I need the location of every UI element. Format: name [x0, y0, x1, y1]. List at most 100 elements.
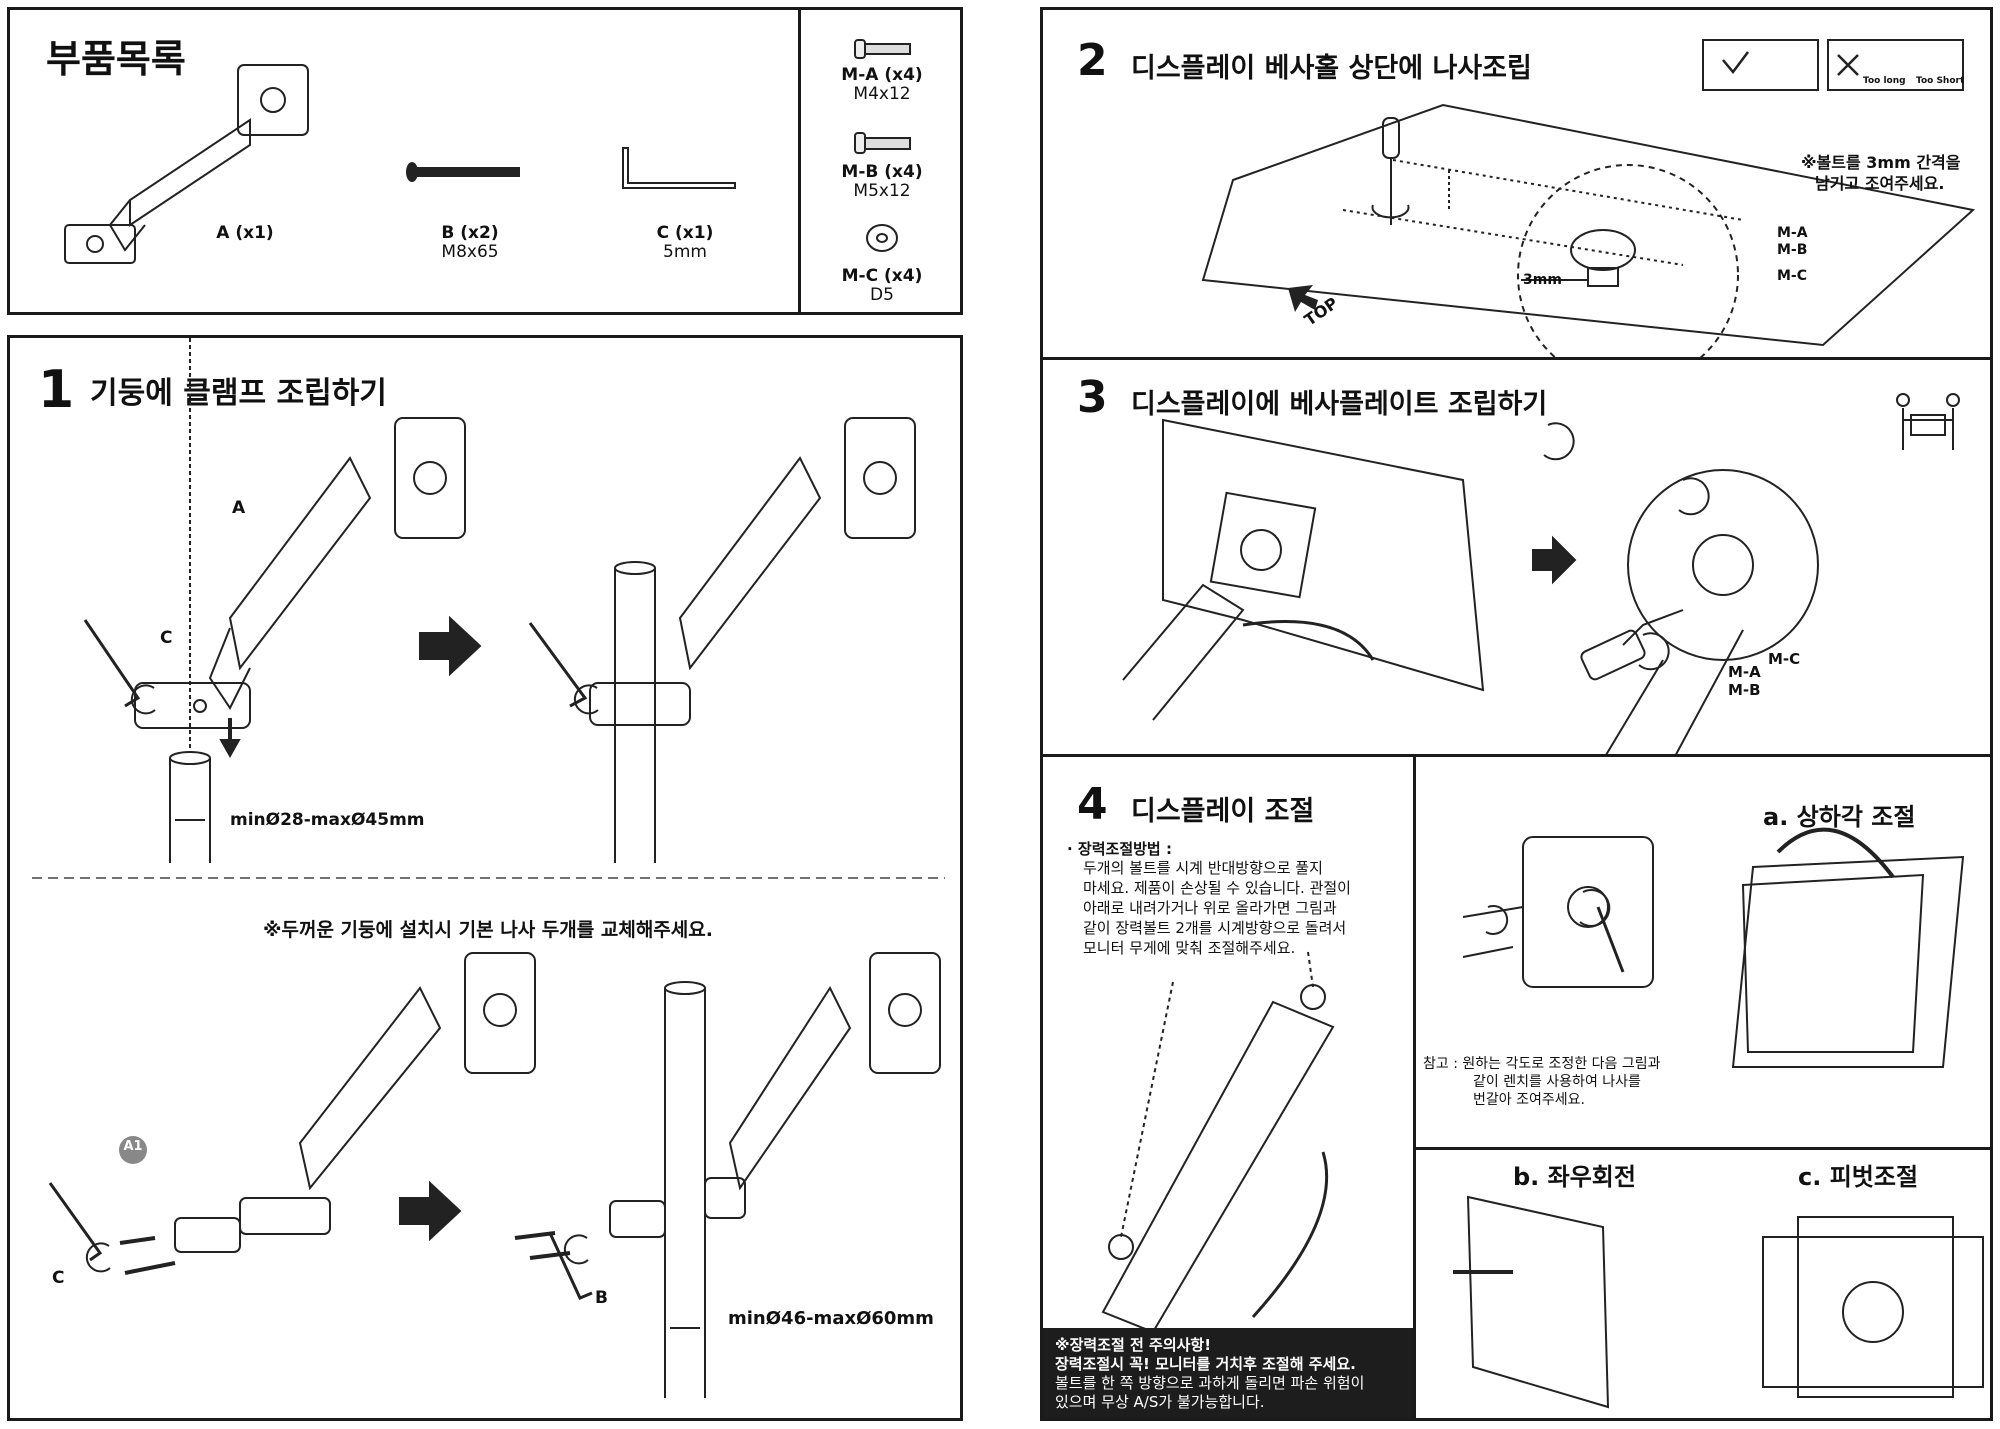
arm-drawing-4 — [514, 952, 941, 1398]
screw-ma-label: M-A (x4) — [841, 65, 923, 85]
rotate-icon-3a — [1543, 422, 1575, 461]
screw-mb-label: M-B (x4) — [841, 162, 923, 182]
step2-label-mb: M-B — [1777, 242, 1808, 258]
ng-box — [1827, 39, 1964, 91]
step3-illustrations — [1122, 393, 1960, 760]
reference-note: 참고 : 원하는 각도로 조정한 다음 그림과 같이 렌치를 사용하여 나사를 … — [1423, 1055, 1661, 1109]
tension-warning-box: ※장력조절 전 주의사항! 장력조절시 꼭! 모니터를 거치후 조절해 주세요.… — [1043, 1328, 1413, 1418]
step1-dim-large: minØ46-maxØ60mm — [728, 1308, 934, 1329]
swivel-title: b. 좌우회전 — [1513, 1163, 1636, 1191]
step1-label-a: A — [232, 498, 246, 518]
step1-a1-badge: A1 — [123, 1139, 143, 1154]
step4-divider-h — [1413, 1147, 1993, 1150]
cross-icon — [1837, 54, 1859, 76]
rotate-icon-3c — [1638, 632, 1670, 671]
warning-heading: ※장력조절 전 주의사항! — [1055, 1336, 1212, 1354]
tension-line: 모니터 무게에 맞춰 조절해주세요. — [1083, 939, 1296, 957]
step3-label-mb: M-B — [1728, 681, 1761, 699]
allen-key-icon — [622, 147, 736, 189]
parts-title: 부품목록 — [46, 37, 186, 81]
ok-box — [1702, 39, 1819, 91]
arrow-right-3 — [1532, 535, 1577, 585]
tilt-arrow-icon — [1776, 827, 1895, 879]
tension-line: 두개의 볼트를 시계 반대방향으로 풀지 — [1083, 859, 1323, 877]
step2-gap: 3mm — [1523, 272, 1562, 288]
part-b-spec: M8x65 — [441, 242, 499, 262]
step1-title: 기둥에 클램프 조립하기 — [90, 376, 387, 411]
parts-divider — [798, 10, 801, 312]
warning-line: 장력조절시 꼭! 모니터를 거치후 조절해 주세요. — [1055, 1355, 1356, 1373]
step1-label-c2: C — [52, 1268, 65, 1288]
arrow-right-2 — [399, 1180, 462, 1242]
step3-panel: 3 디스플레이에 베사플레이트 조립하기 M-C M-A M — [1040, 357, 1993, 760]
rotate-icon-4b — [1579, 889, 1611, 927]
step3-number: 3 — [1077, 372, 1108, 423]
step2-title: 디스플레이 베사홀 상단에 나사조립 — [1131, 53, 1532, 84]
pivot-monitor-portrait — [1797, 1216, 1954, 1398]
screw-mb-spec: M5x12 — [853, 181, 911, 201]
tilt-monitor — [1731, 855, 1965, 1068]
step4-title: 디스플레이 조절 — [1131, 796, 1315, 827]
part-a-label: A (x1) — [216, 223, 274, 243]
bolt-b-icon — [406, 162, 520, 182]
washer-mc-icon — [866, 224, 898, 252]
reference-line: 같이 렌치를 사용하여 나사를 — [1473, 1074, 1641, 1090]
top-arrow-icon — [1288, 285, 1318, 312]
detail-screw-head — [1570, 229, 1636, 271]
tilt-title: a. 상하각 조절 — [1763, 803, 1916, 831]
step3-label-mc: M-C — [1768, 650, 1801, 668]
screw-mb-icon — [854, 132, 911, 154]
step3-title: 디스플레이에 베사플레이트 조립하기 — [1131, 389, 1548, 420]
warning-line: 볼트를 한 쪽 방향으로 과하게 돌리면 파손 위험이 — [1055, 1374, 1365, 1392]
arm-drawing-1 — [83, 417, 466, 729]
reference-line: 번갈아 조여주세요. — [1473, 1092, 1585, 1108]
arrow-right-1 — [419, 615, 482, 677]
step2-label-mc: M-C — [1777, 268, 1808, 284]
step2-note-line2: 남기고 조여주세요. — [1815, 174, 1945, 193]
tension-line: 아래로 내려가거나 위로 올라가면 그림과 — [1083, 899, 1337, 917]
step2-label-ma: M-A — [1777, 225, 1808, 241]
vesa-plate — [1209, 491, 1317, 599]
tension-line: 마세요. 제품이 손상될 수 있습니다. 관절이 — [1083, 879, 1351, 897]
arm-segment — [1122, 583, 1245, 721]
rotate-icon — [1371, 204, 1410, 219]
step4-number: 4 — [1077, 779, 1108, 830]
step3-label-ma: M-A — [1728, 663, 1761, 681]
part-b-label: B (x2) — [441, 223, 499, 243]
part-c-label: C (x1) — [656, 223, 714, 243]
arm-a-icon — [64, 64, 309, 264]
step1-label-b: B — [595, 1288, 608, 1308]
rotate-icon-4a — [1485, 905, 1509, 935]
tension-instructions: 두개의 볼트를 시계 반대방향으로 풀지 마세요. 제품이 손상될 수 있습니다… — [1083, 858, 1351, 958]
reference-line: 참고 : 원하는 각도로 조정한 다음 그림과 — [1423, 1056, 1661, 1072]
step2-illustrations — [1201, 39, 1976, 363]
step1-dim-small: minØ28-maxØ45mm — [230, 810, 425, 830]
pivot-rotate-icon — [1842, 1281, 1904, 1343]
warning-line: 있으며 무상 A/S가 불가능합니다. — [1055, 1393, 1265, 1411]
screw-ma-spec: M4x12 — [853, 84, 911, 104]
screw-ma-icon — [854, 39, 911, 59]
pivot-monitor-landscape — [1762, 1236, 1984, 1388]
step1-label-c: C — [160, 628, 173, 648]
check-icon — [1722, 51, 1749, 75]
vesa-detail — [1627, 469, 1819, 661]
too-short-label: Too Short — [1916, 76, 1965, 86]
step2-note-line1: ※볼트를 3mm 간격을 — [1801, 153, 1961, 172]
too-long-label: Too long — [1863, 76, 1906, 86]
swivel-monitor — [1466, 1195, 1610, 1409]
pole-small — [169, 338, 241, 863]
step2-number: 2 — [1077, 35, 1108, 86]
two-people-icon — [1896, 393, 1960, 450]
arm-drawing-2 — [528, 417, 916, 863]
tension-arm — [1101, 1000, 1335, 1334]
arm-drawing-3 — [48, 952, 536, 1275]
tension-heading: · 장력조절방법 : — [1067, 840, 1172, 858]
part-c-spec: 5mm — [663, 242, 707, 262]
step1-thick-pole-note: ※두꺼운 기둥에 설치시 기본 나사 두개를 교체해주세요. — [263, 919, 713, 941]
tension-line: 같이 장력볼트 2개를 시계방향으로 돌려서 — [1083, 919, 1347, 937]
parts-list-panel: 부품목록 A — [7, 7, 963, 315]
vesa-ref — [1522, 836, 1654, 988]
screw-mc-label: M-C (x4) — [841, 266, 923, 286]
detail-circle — [1517, 164, 1739, 363]
step1-panel: 1 기둥에 클램프 조립하기 — [7, 335, 963, 1421]
